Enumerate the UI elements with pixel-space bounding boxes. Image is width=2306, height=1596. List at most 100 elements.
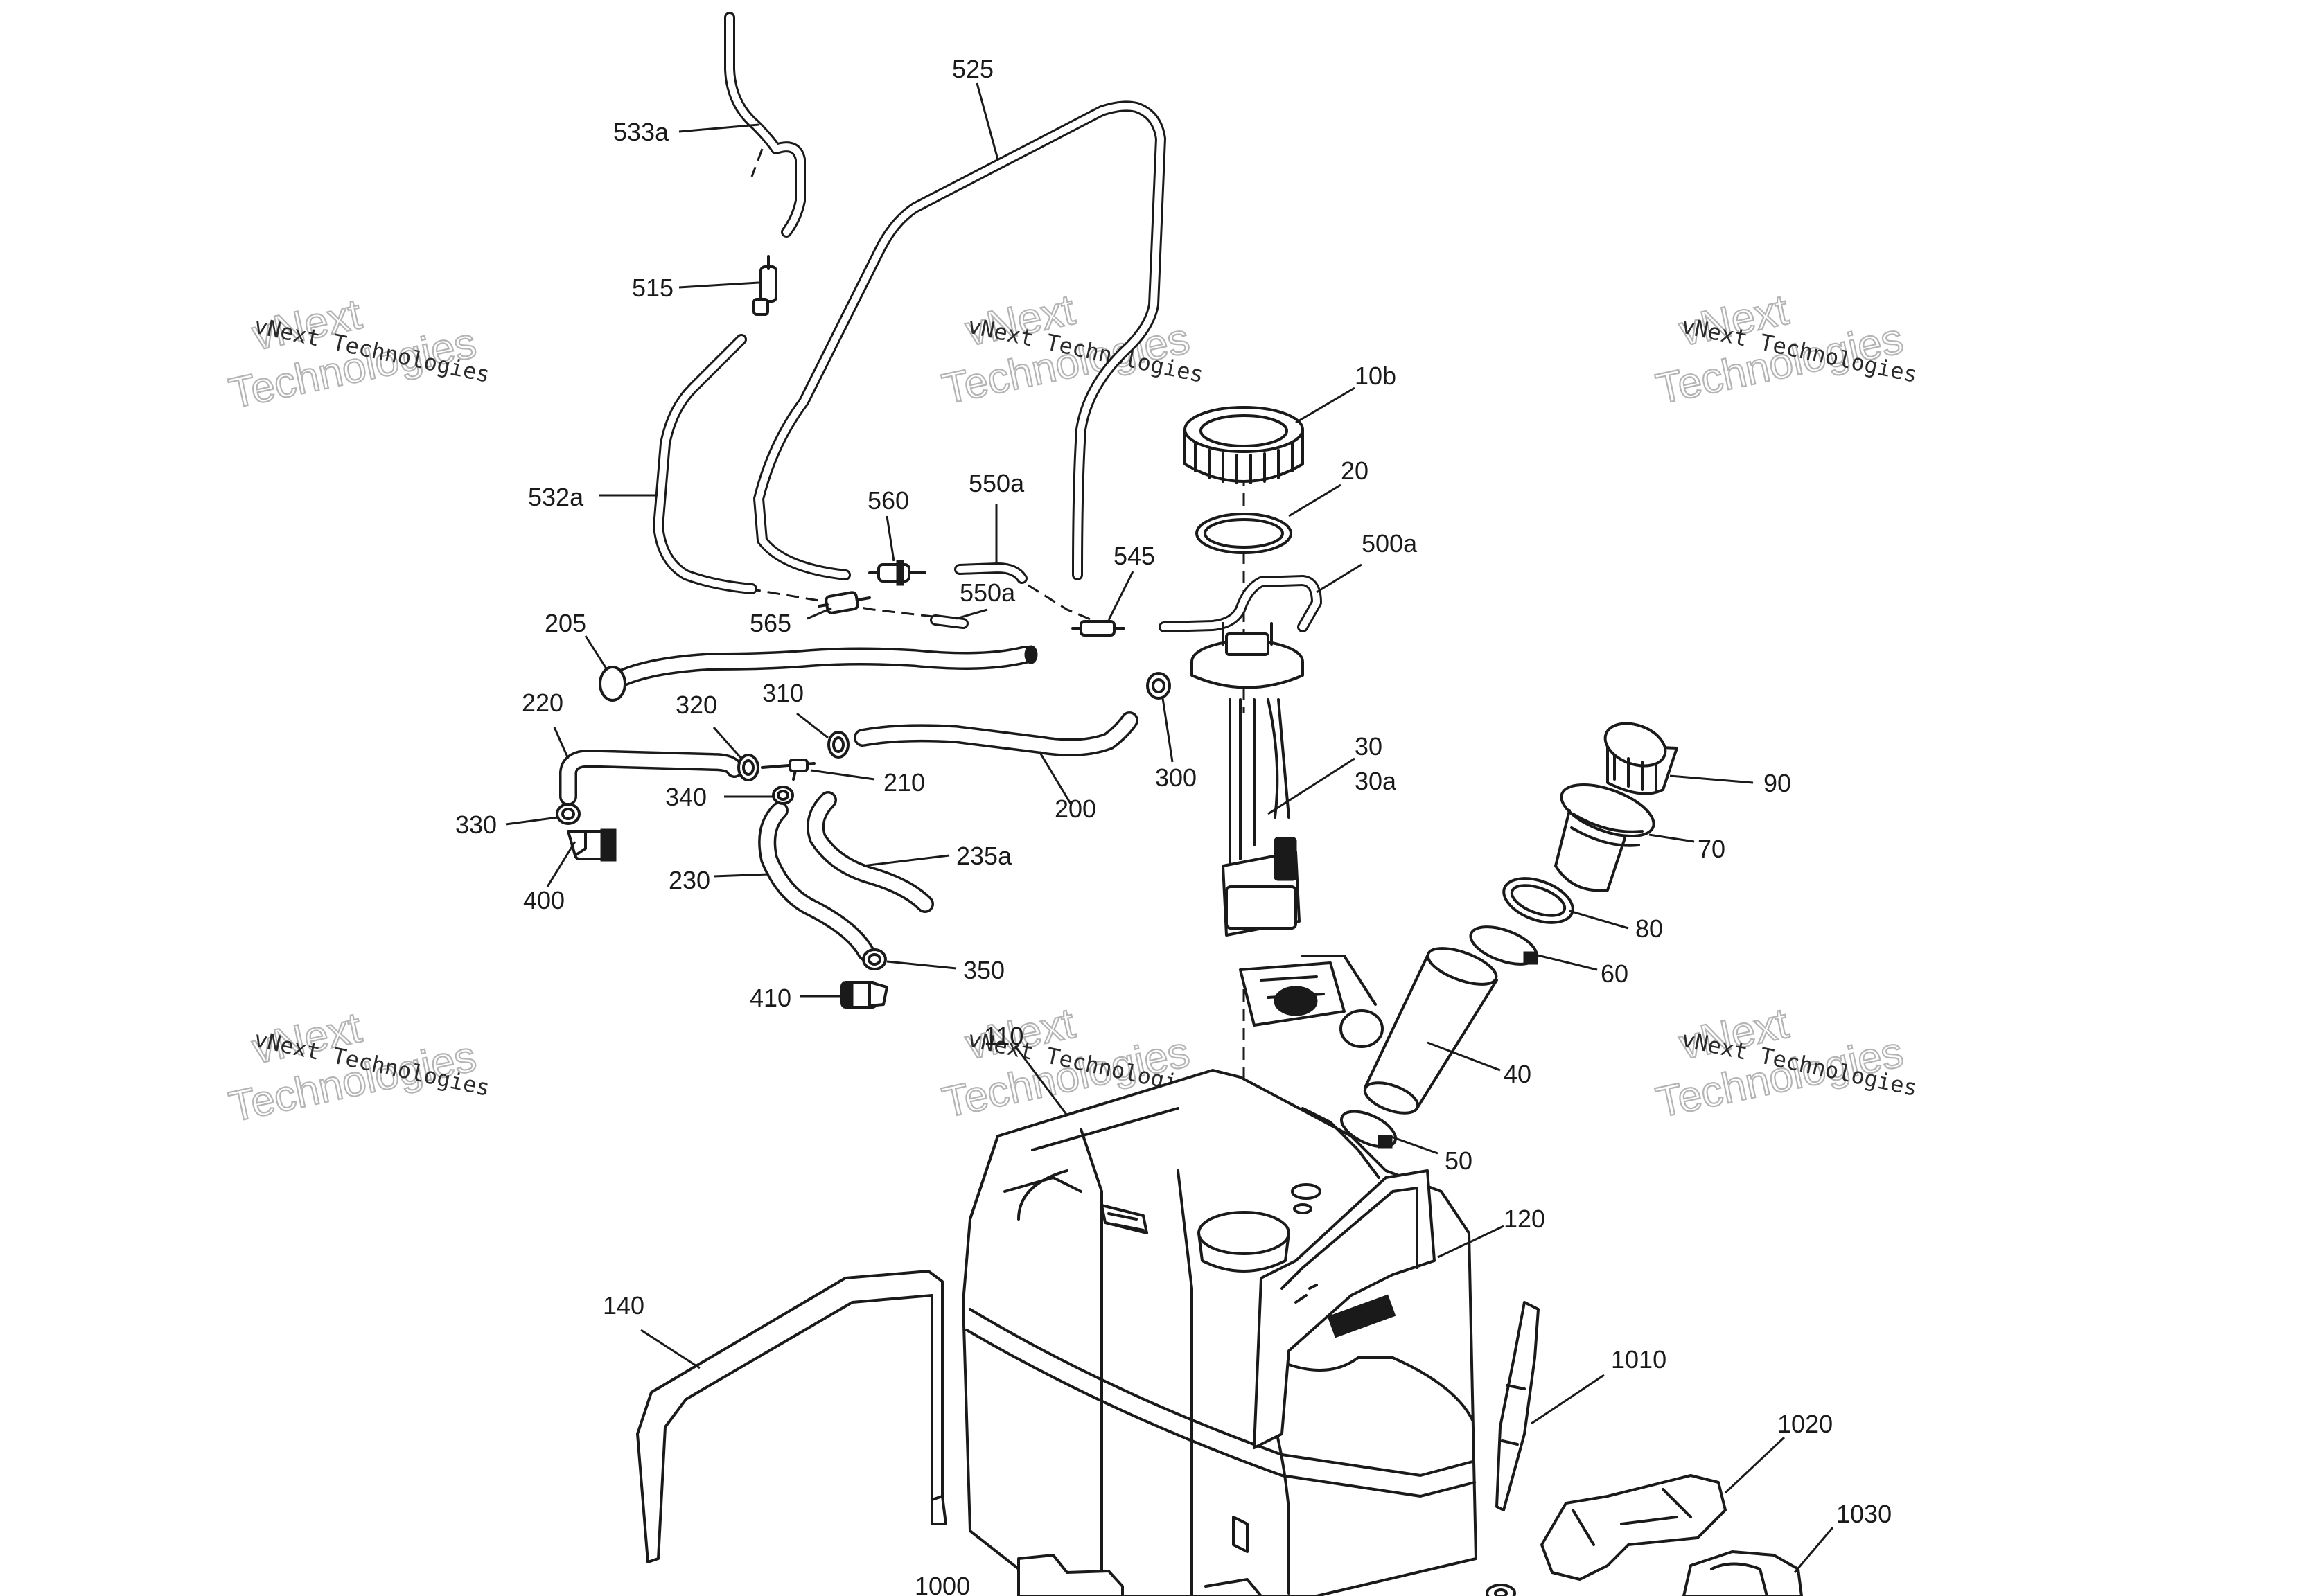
clamp-320 [737,754,759,781]
valve-560 [868,560,926,586]
bracket-1030 [1682,1550,1803,1596]
callout-220: 220 [522,689,563,717]
callout-235a: 235a [956,842,1012,870]
callout-110: 110 [984,1022,1023,1050]
clamp-80 [1502,877,1574,924]
leader-60 [1534,953,1598,971]
clamp-330 [556,803,581,825]
hose-550a-lower-inner [932,617,967,627]
callout-340: 340 [665,783,707,811]
hose-205-end-right [1024,645,1038,664]
bracket-1000 [1017,1554,1262,1596]
fuel-tank-110 [962,1069,1477,1596]
callout-1010: 1010 [1611,1345,1666,1374]
hose-533a-inner [726,14,804,236]
callout-400: 400 [523,886,565,914]
callout-300: 300 [1155,763,1197,792]
clamp-60 [1469,925,1538,966]
assembly-axis-vent-line [748,574,1109,628]
assembly-axis-vent [750,148,764,177]
callout-410: 410 [750,984,791,1012]
fuel-pump-module-30 [1190,622,1384,1048]
leader-310 [796,712,829,739]
callout-20: 20 [1341,456,1368,485]
leader-140 [640,1329,701,1369]
tee-fitting-210 [761,759,816,781]
callout-140: 140 [603,1291,644,1320]
leader-400 [546,841,576,887]
leader-235a [862,854,950,867]
hose-220-inner [561,752,741,804]
hose-525-inner [755,103,1164,578]
callout-560: 560 [868,486,909,515]
callout-525: 525 [952,55,994,83]
leader-90 [1669,774,1754,784]
hose-533a [724,12,806,238]
elbow-connector-400 [567,828,617,862]
leader-515 [678,281,759,289]
leader-110 [1014,1045,1068,1116]
callout-1020: 1020 [1777,1410,1833,1438]
leader-200 [1038,751,1072,804]
leader-50 [1389,1135,1438,1155]
leader-550a-bottom [956,608,988,620]
leader-230 [713,873,770,878]
leader-533a [678,123,759,133]
valve-565 [818,591,871,614]
leader-500a [1316,563,1362,594]
callout-120: 120 [1504,1205,1545,1233]
leader-30 [1267,757,1355,815]
callout-40: 40 [1504,1060,1531,1088]
leader-1020 [1724,1436,1786,1494]
seal-20 [1195,513,1292,554]
leader-525 [976,82,999,160]
callout-90: 90 [1763,769,1791,797]
callout-545: 545 [1114,542,1155,570]
callout-30: 30 [1355,732,1382,761]
leader-1010 [1531,1374,1605,1425]
elbow-connector-410 [840,981,888,1009]
leader-10b [1295,387,1355,424]
callout-350: 350 [963,956,1005,984]
leader-545 [1107,571,1134,621]
leader-120 [1437,1225,1504,1259]
leader-565 [807,607,832,620]
hose-500a-inner [1161,577,1320,630]
callout-515: 515 [632,274,674,302]
callout-200: 200 [1055,795,1096,823]
leader-300 [1161,698,1174,763]
leader-80 [1569,910,1629,930]
callout-500a: 500a [1362,529,1418,558]
callout-70: 70 [1698,835,1725,863]
hose-550a-upper-inner [956,565,1026,582]
hose-230-inner [760,804,873,959]
callout-310: 310 [762,679,804,707]
clamp-50 [1340,1110,1397,1149]
callout-80: 80 [1635,914,1663,943]
strap-140 [636,1270,947,1563]
leader-320 [712,727,743,759]
filler-hose-40 [1363,947,1498,1115]
callout-50: 50 [1445,1146,1472,1175]
leader-350 [886,960,957,970]
callout-532a: 532a [528,483,584,511]
hose-235a-inner [809,793,932,911]
bracket-1010 [1495,1301,1540,1511]
leader-220 [553,727,570,759]
filler-cap-90 [1603,722,1678,795]
clamp-350 [862,948,887,970]
leader-210 [810,769,875,781]
hose-205-end [599,666,626,702]
callout-1000: 1000 [915,1572,970,1596]
leader-205 [584,635,608,669]
callout-550a-top: 550a [969,469,1025,497]
leader-70 [1648,833,1695,843]
callout-210: 210 [883,768,925,797]
leader-1030 [1793,1527,1834,1573]
filler-neck-70 [1554,783,1655,892]
hose-205-inner [606,648,1032,689]
clamp-310 [827,731,850,759]
callout-330: 330 [455,810,497,839]
callout-320: 320 [676,691,717,719]
callout-205: 205 [545,609,586,637]
